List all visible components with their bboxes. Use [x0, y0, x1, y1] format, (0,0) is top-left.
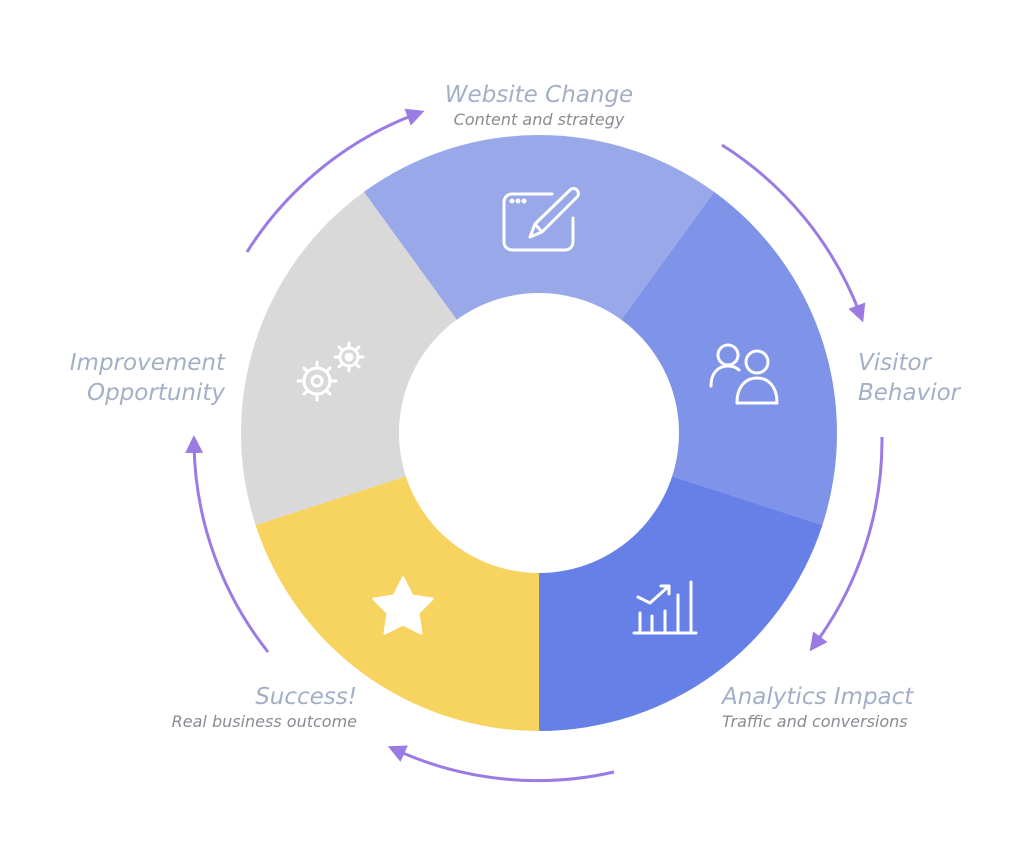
- stage-title-visitor-line2: Behavior: [858, 380, 961, 406]
- stage-title-improvement-line1: Improvement: [69, 350, 225, 376]
- star-icon: [372, 576, 434, 635]
- cycle-arrow-4: [387, 745, 615, 783]
- stage-title-success: Success!: [255, 684, 357, 710]
- stage-subtitle-website-change: Content and strategy: [453, 110, 625, 129]
- donut-hole: [399, 293, 679, 573]
- cycle-arrow-3: [809, 436, 884, 652]
- stage-title-improvement-line2: Opportunity: [86, 380, 225, 406]
- browser-edit-icon: [502, 187, 580, 252]
- users-icon: [709, 343, 779, 405]
- stage-subtitle-analytics: Traffic and conversions: [722, 712, 908, 731]
- chart-growth-icon: [632, 580, 698, 635]
- donut-segment-3: [539, 475, 823, 731]
- cycle-arrow-1: [245, 108, 425, 253]
- donut-segment-2: [620, 191, 838, 526]
- stage-title-website-change: Website Change: [444, 82, 634, 108]
- cycle-arrow-5: [185, 435, 270, 653]
- gears-icon: [296, 341, 365, 402]
- stage-subtitle-success: Real business outcome: [171, 712, 357, 731]
- cycle-arrow-2: [721, 143, 866, 323]
- stage-title-analytics: Analytics Impact: [722, 684, 914, 710]
- stage-title-visitor-line1: Visitor: [858, 350, 932, 376]
